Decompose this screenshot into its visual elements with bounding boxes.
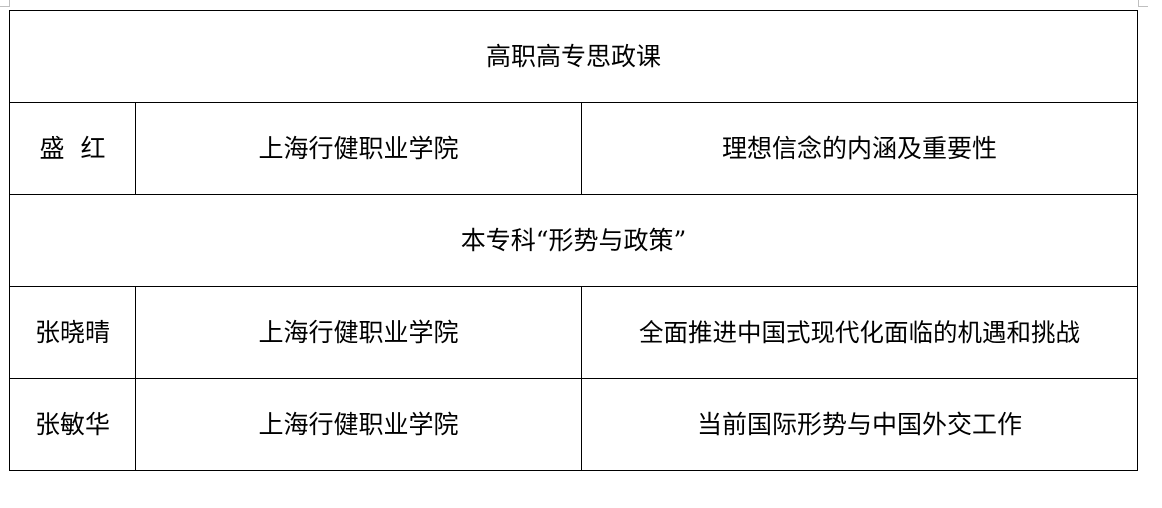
table-row: 盛 红 上海行健职业学院 理想信念的内涵及重要性: [9, 102, 1138, 195]
speaker-school: 上海行健职业学院: [135, 378, 582, 471]
lecture-topic: 当前国际形势与中国外交工作: [581, 378, 1138, 471]
speaker-name: 张晓晴: [9, 286, 136, 379]
section-heading: 本专科“形势与政策”: [9, 194, 1138, 287]
section-heading-row: 本专科“形势与政策”: [9, 194, 1138, 287]
section-heading: 高职高专思政课: [9, 10, 1138, 103]
course-speaker-table: 高职高专思政课 盛 红 上海行健职业学院 理想信念的内涵及重要性 本专科“形势与…: [9, 10, 1138, 471]
speaker-name: 张敏华: [9, 378, 136, 471]
speaker-school: 上海行健职业学院: [135, 102, 582, 195]
table-row: 张晓晴 上海行健职业学院 全面推进中国式现代化面临的机遇和挑战: [9, 286, 1138, 379]
page-corner-mark-left: [0, 0, 10, 7]
table-row: 张敏华 上海行健职业学院 当前国际形势与中国外交工作: [9, 378, 1138, 471]
section-heading-row: 高职高专思政课: [9, 10, 1138, 103]
lecture-topic: 全面推进中国式现代化面临的机遇和挑战: [581, 286, 1138, 379]
lecture-topic: 理想信念的内涵及重要性: [581, 102, 1138, 195]
speaker-name: 盛 红: [9, 102, 136, 195]
speaker-school: 上海行健职业学院: [135, 286, 582, 379]
page-corner-mark-right: [1138, 0, 1148, 7]
page-top-edge: [0, 0, 1162, 10]
